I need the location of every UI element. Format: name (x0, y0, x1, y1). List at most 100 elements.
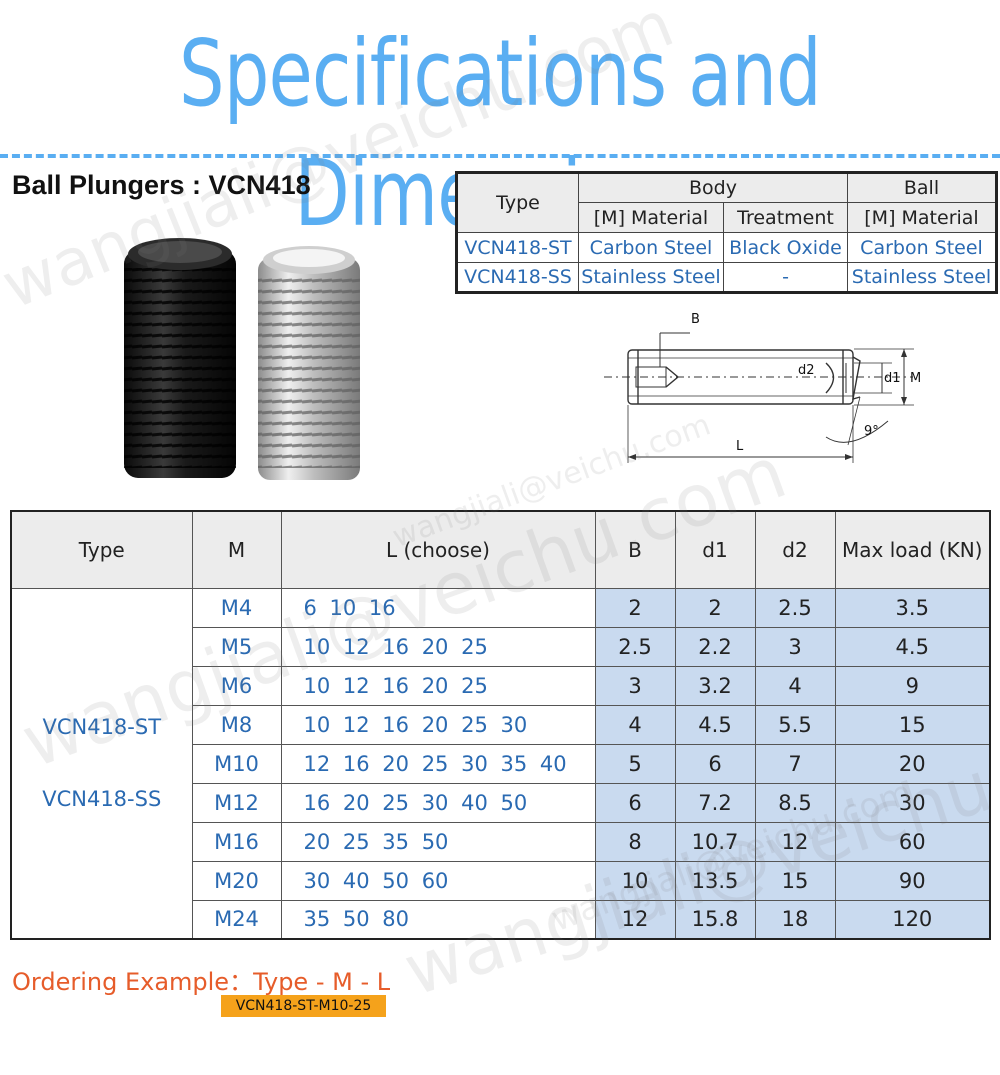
dashed-divider (0, 154, 1000, 158)
cell-max-load: 120 (834, 899, 991, 940)
type-cell: VCN418-ST VCN418-SS (10, 587, 193, 940)
spec-row-treatment: Black Oxide (723, 232, 848, 263)
cell-m: M24 (191, 899, 282, 940)
label-angle: 9° (864, 424, 879, 439)
cell-d1: 7.2 (674, 782, 756, 823)
type-value: VCN418-ST (42, 715, 162, 740)
cell-d2: 18 (754, 899, 836, 940)
table-row: VCN418-ST VCN418-SS M4 6 10 16 2 2 2.5 3… (10, 587, 991, 940)
cell-b: 2 (594, 587, 676, 628)
cell-d2: 3 (754, 626, 836, 667)
table-row: M24 35 50 80 12 15.8 18 120 (11, 899, 991, 940)
page-title: Specifications and Dimensions (179, 20, 822, 247)
ordering-example-label: Ordering Example：Type - M - L (12, 968, 391, 996)
cell-b: 3 (594, 665, 676, 706)
cell-max-load: 15 (834, 704, 991, 745)
cell-d2: 12 (754, 821, 836, 862)
cell-d1: 15.8 (674, 899, 756, 940)
header-l: L (choose) (280, 510, 596, 589)
label-d2: d2 (798, 363, 815, 378)
cell-l: 10 12 16 20 25 30 (280, 704, 596, 745)
cell-m: M12 (191, 782, 282, 823)
cell-l: 20 25 35 50 (280, 821, 596, 862)
table-row: M5 10 12 16 20 25 2.5 2.2 3 4.5 (11, 626, 991, 667)
cell-b: 6 (594, 782, 676, 823)
cell-max-load: 4.5 (834, 626, 991, 667)
cell-d2: 7 (754, 743, 836, 784)
material-spec-table: Type Body Ball [M] Material Treatment [M… (455, 171, 998, 294)
spec-row-treatment: - (723, 262, 848, 293)
cell-m: M5 (191, 626, 282, 667)
spec-header-ball-material: [M] Material (847, 202, 997, 233)
table-row: M16 20 25 35 50 8 10.7 12 60 (11, 821, 991, 862)
table-row: M8 10 12 16 20 25 30 4 4.5 5.5 15 (11, 704, 991, 745)
cell-b: 5 (594, 743, 676, 784)
stainless-steel-plunger (258, 246, 360, 480)
cell-max-load: 20 (834, 743, 991, 784)
cell-max-load: 9 (834, 665, 991, 706)
header-d2: d2 (754, 510, 836, 589)
spec-header-body: Body (578, 172, 848, 203)
product-title: Ball Plungers : VCN418 (12, 170, 311, 200)
spec-row-type: VCN418-ST (456, 232, 579, 263)
header-b: B (594, 510, 676, 589)
dimension-drawing: B d2 d1 M L 9° (604, 312, 921, 463)
table-header-row: Type M L (choose) B d1 d2 Max load (KN) (10, 510, 991, 589)
cell-d2: 15 (754, 860, 836, 901)
cell-l: 6 10 16 (280, 587, 596, 628)
cell-b: 10 (594, 860, 676, 901)
ordering-example-code: VCN418-ST-M10-25 (221, 995, 386, 1017)
cell-d1: 2.2 (674, 626, 756, 667)
product-photo (124, 238, 360, 480)
spec-header-treatment: Treatment (723, 202, 848, 233)
cell-d2: 4 (754, 665, 836, 706)
spec-header-body-material: [M] Material (578, 202, 724, 233)
type-value: VCN418-SS (42, 787, 162, 812)
spec-row-type: VCN418-SS (456, 262, 579, 293)
header-m: M (191, 510, 282, 589)
header-type: Type (10, 510, 193, 589)
cell-b: 2.5 (594, 626, 676, 667)
cell-m: M4 (191, 587, 282, 628)
cell-max-load: 60 (834, 821, 991, 862)
spec-header-ball: Ball (847, 172, 997, 203)
cell-d2: 2.5 (754, 587, 836, 628)
cell-m: M20 (191, 860, 282, 901)
cell-l: 12 16 20 25 30 35 40 (280, 743, 596, 784)
spec-row-body-material: Carbon Steel (578, 232, 724, 263)
cell-l: 16 20 25 30 40 50 (280, 782, 596, 823)
cell-d1: 13.5 (674, 860, 756, 901)
cell-m: M16 (191, 821, 282, 862)
cell-m: M10 (191, 743, 282, 784)
table-row: M12 16 20 25 30 40 50 6 7.2 8.5 30 (11, 782, 991, 823)
spec-row-body-material: Stainless Steel (578, 262, 724, 293)
label-m: M (910, 371, 921, 386)
cell-m: M6 (191, 665, 282, 706)
cell-max-load: 90 (834, 860, 991, 901)
header-max-load: Max load (KN) (834, 510, 991, 589)
spec-header-type: Type (456, 172, 579, 233)
cell-d1: 4.5 (674, 704, 756, 745)
header-d1: d1 (674, 510, 756, 589)
cell-max-load: 3.5 (834, 587, 991, 628)
cell-b: 4 (594, 704, 676, 745)
cell-l: 10 12 16 20 25 (280, 665, 596, 706)
cell-d1: 6 (674, 743, 756, 784)
cell-b: 12 (594, 899, 676, 940)
cell-b: 8 (594, 821, 676, 862)
cell-d1: 3.2 (674, 665, 756, 706)
label-l: L (736, 439, 744, 454)
black-oxide-plunger (124, 238, 236, 478)
cell-l: 30 40 50 60 (280, 860, 596, 901)
cell-m: M8 (191, 704, 282, 745)
dimension-table: Type M L (choose) B d1 d2 Max load (KN) … (10, 510, 991, 940)
cell-max-load: 30 (834, 782, 991, 823)
label-d1: d1 (884, 371, 901, 386)
label-b: B (691, 312, 700, 327)
cell-d2: 5.5 (754, 704, 836, 745)
cell-d1: 2 (674, 587, 756, 628)
cell-l: 35 50 80 (280, 899, 596, 940)
spec-row-ball-material: Carbon Steel (847, 232, 997, 263)
spec-row-ball-material: Stainless Steel (847, 262, 997, 293)
cell-d1: 10.7 (674, 821, 756, 862)
